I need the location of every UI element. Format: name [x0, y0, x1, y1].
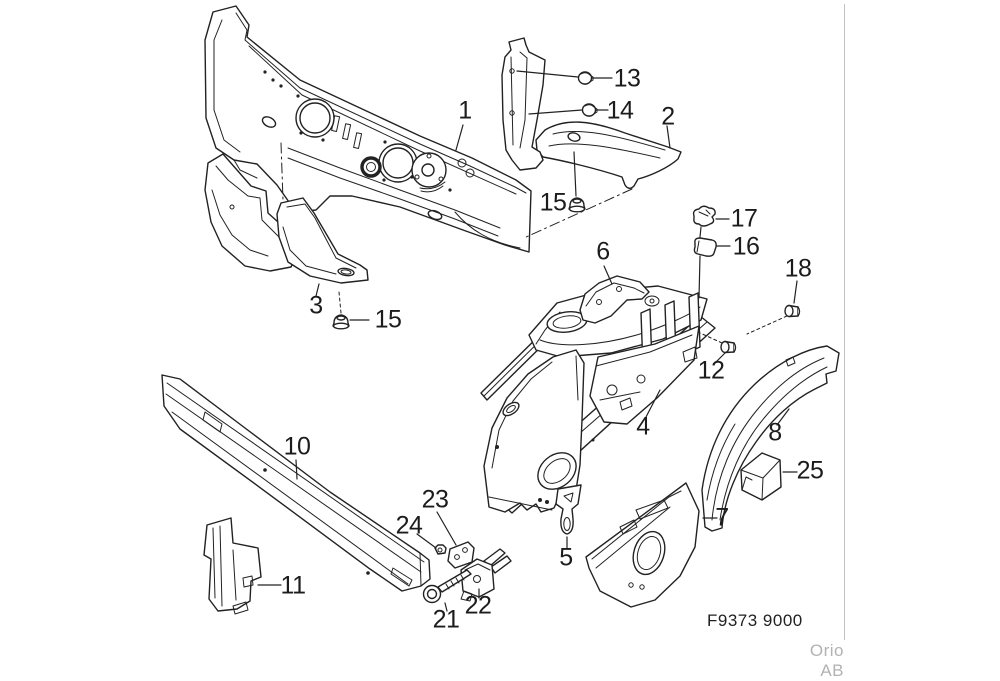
- callout-12[interactable]: 12: [697, 356, 725, 385]
- callout-3[interactable]: 3: [309, 291, 323, 320]
- callout-16[interactable]: 16: [732, 232, 760, 261]
- callout-4[interactable]: 4: [636, 412, 650, 441]
- callout-10[interactable]: 10: [283, 432, 311, 461]
- part-2-side-panel-drawing: [501, 37, 682, 189]
- callout-1[interactable]: 1: [458, 96, 472, 125]
- callout-23[interactable]: 23: [421, 485, 449, 514]
- part-21-eye-bolt-drawing: [422, 569, 472, 604]
- callout-11[interactable]: 11: [280, 571, 306, 600]
- callout-17[interactable]: 17: [730, 204, 758, 233]
- callout-7[interactable]: 7: [715, 503, 729, 532]
- callout-2[interactable]: 2: [661, 102, 675, 131]
- part-1-bulkhead-panel-drawing: [204, 5, 532, 253]
- nut-24-icon: [434, 544, 447, 555]
- part-5-hook-bracket-drawing: [555, 484, 582, 535]
- clip-17-icon: [692, 205, 716, 227]
- part-4-wheelhouse-assembly-drawing: [480, 285, 716, 514]
- callout-14[interactable]: 14: [606, 96, 634, 125]
- callout-25[interactable]: 25: [796, 456, 824, 485]
- callout-5[interactable]: 5: [559, 543, 573, 572]
- part-6-bracket-drawing: [579, 275, 650, 324]
- part-7-side-panel-drawing: [585, 482, 700, 608]
- part-25-block-drawing: [740, 452, 782, 501]
- part-8-curved-rail-drawing: [701, 345, 840, 532]
- callout-6[interactable]: 6: [596, 237, 610, 266]
- callout-8[interactable]: 8: [768, 418, 782, 447]
- part-11-bracket-drawing: [203, 517, 262, 615]
- callout-15a[interactable]: 15: [539, 188, 567, 217]
- callout-24[interactable]: 24: [395, 511, 423, 540]
- part-10-crossmember-drawing: [161, 374, 431, 592]
- callout-22[interactable]: 22: [464, 591, 492, 620]
- screw-14-icon: [581, 103, 598, 117]
- callout-18[interactable]: 18: [784, 254, 812, 283]
- nut-15-lower-icon: [332, 314, 350, 330]
- callout-13[interactable]: 13: [613, 64, 641, 93]
- part-22-bracket-drawing: [460, 548, 512, 602]
- callout-21[interactable]: 21: [432, 605, 460, 634]
- bolt-12-icon: [720, 340, 737, 354]
- page-divider: [844, 4, 845, 640]
- figure-code: F9373 9000: [707, 611, 803, 630]
- clip-16-icon: [693, 237, 717, 257]
- construction-lines: [280, 142, 788, 344]
- callout-15b[interactable]: 15: [374, 305, 402, 334]
- leader-lines: [257, 70, 798, 612]
- screw-13-icon: [577, 71, 594, 85]
- diagram-line-art: [161, 5, 840, 615]
- nut-15-upper-icon: [568, 197, 586, 213]
- brand-watermark: Orio AB: [809, 641, 844, 680]
- part-3-bracket-drawing: [204, 153, 369, 284]
- bolt-18-icon: [784, 304, 801, 318]
